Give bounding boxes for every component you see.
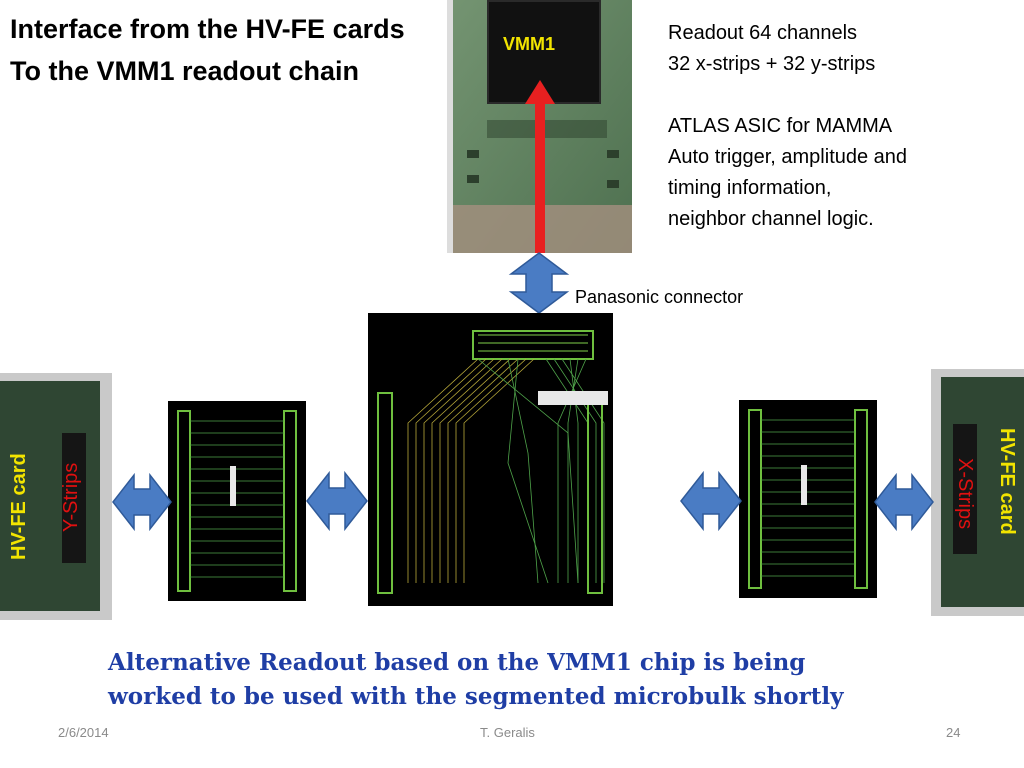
right-card-label: HV-FE card [996,428,1018,535]
right-strips-label: X-Strips [954,458,976,530]
right-adapter-traces [748,409,868,589]
description-gap [668,80,907,111]
vmm1-label: VMM1 [503,34,556,54]
double-arrow-icon-3 [680,470,742,532]
left-hvfe-card-photo: HV-FE card Y-Strips [0,373,112,620]
double-arrow-icon-4 [874,472,934,532]
title-line-2: To the VMM1 readout chain [10,56,360,86]
title-line-1: Interface from the HV-FE cards [10,14,405,44]
description-line-7: neighbor channel logic. [668,208,874,230]
vmm1-chip [487,0,601,104]
left-adapter-pcb [168,401,306,601]
bottom-line-2: worked to be used with the segmented mic… [108,683,844,710]
description-line-6: timing information, [668,177,832,199]
left-adapter-traces [177,410,297,592]
bottom-line-1: Alternative Readout based on the VMM1 ch… [108,649,806,676]
central-pcb-layout [368,313,613,606]
description-line-5: Auto trigger, amplitude and [668,146,908,168]
pcb-traces [377,330,608,594]
footer-date: 2/6/2014 [58,725,109,740]
left-card-connector [62,433,86,563]
footer-author: T. Geralis [480,725,535,740]
vmm1-board-photo: VMM1 [447,0,632,253]
vertical-double-arrow-icon [508,252,570,314]
double-arrow-icon-2 [306,470,368,532]
left-card-label: HV-FE card [8,453,30,560]
description-line-4: ATLAS ASIC for MAMMA [668,115,893,137]
double-arrow-icon-1 [112,472,172,532]
description-line-2: 32 x-strips + 32 y-strips [668,53,876,75]
panasonic-connector-label: Panasonic connector [575,287,744,307]
description-line-1: Readout 64 channels [668,22,858,44]
bottom-statement: Alternative Readout based on the VMM1 ch… [108,646,843,714]
right-adapter-pcb [739,400,877,598]
slide-title: Interface from the HV-FE cards To the VM… [10,8,405,92]
right-card-connector [953,424,977,554]
left-strips-label: Y-Strips [60,462,82,532]
right-hvfe-card-photo: HV-FE card X-Strips [931,369,1024,616]
red-arrow-icon [525,80,555,253]
footer-page-number: 24 [946,725,961,740]
readout-description: Readout 64 channels 32 x-strips + 32 y-s… [668,18,907,235]
